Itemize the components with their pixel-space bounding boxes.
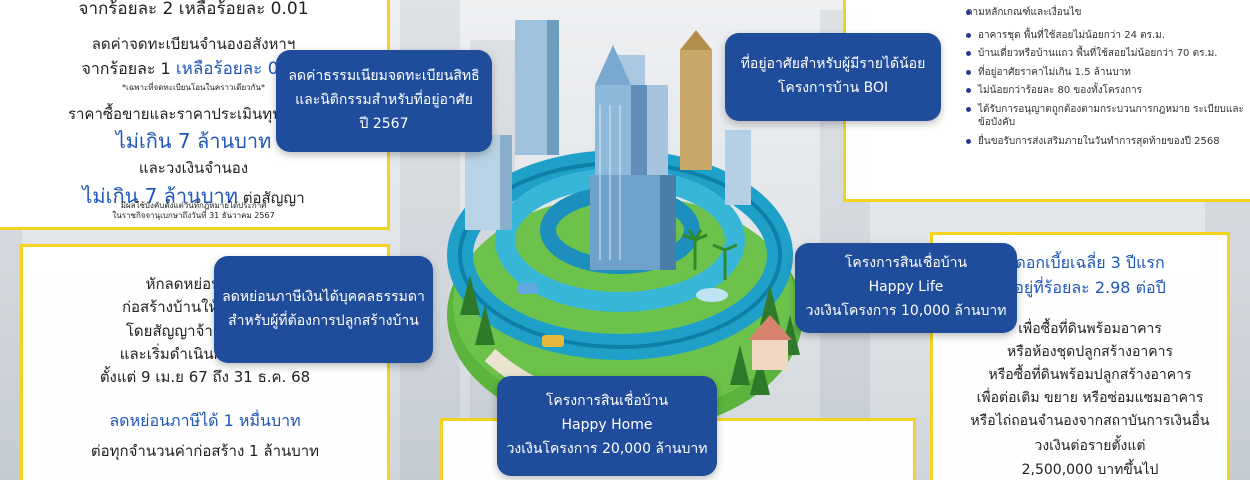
boi-box: ที่อยู่อาศัยสำหรับผู้มีรายได้น้อย โครงกา… [725, 33, 941, 121]
left-top-panel: จากร้อยละ 2 เหลือร้อยละ 0.01 ลดค่าจดทะเบ… [0, 0, 390, 230]
deduction-line-6: ต่อทุกจำนวนค่าก่อสร้าง 1 ล้านบาท [90, 441, 320, 460]
mortgage-note: *เฉพาะที่จดทะเบียนโอนในคราวเดียวกัน* [122, 82, 265, 92]
registration-fee-cut-line: จากร้อยละ 2 เหลือร้อยละ 0.01 [78, 0, 309, 19]
purpose-line-1: เพื่อซื้อที่ดินพร้อมอาคาร [1018, 321, 1162, 337]
purpose-line-5: หรือไถ่ถอนจำนองจากสถาบันการเงินอื่น [970, 413, 1210, 430]
rate-line-2: อยู่ที่ร้อยละ 2.98 ต่อปี [1014, 277, 1166, 297]
tax-deduction-box: ลดหย่อนภาษีเงินได้บุคคลธรรมดา สำหรับผู้ท… [214, 256, 433, 363]
criteria-bullet: บ้านเดี่ยวหรือบ้านแถว พื้นที่ใช้สอยไม่น้… [966, 47, 1246, 61]
city-illustration-icon [447, 20, 803, 433]
fee-reduction-box: ลดค่าธรรมเนียมจดทะเบียนสิทธิ และนิติกรรม… [276, 50, 492, 152]
criteria-bullet: ที่อยู่อาศัยราคาไม่เกิน 1.5 ล้านบาท [966, 66, 1246, 80]
purpose-line-4: เพื่อต่อเติม ขยาย หรือซ่อมแซมอาคาร [976, 390, 1204, 407]
criteria-bullet: ได้รับการอนุญาตถูกต้องตามกระบวนการกฎหมาย… [966, 103, 1246, 130]
criteria-bullet: ยื่นขอรับการส่งเสริมภายในวันทำการสุดท้าย… [966, 135, 1246, 149]
happy-life-box: โครงการสินเชื่อบ้าน Happy Life วงเงินโคร… [795, 243, 1017, 333]
rate-line-1: ดอกเบี้ยเฉลี่ย 3 ปีแรก [1015, 253, 1165, 272]
criteria-bullet: อาคารชุด พื้นที่ใช้สอยไม่น้อยกว่า 24 ตร.… [966, 29, 1246, 43]
background-building [0, 230, 22, 480]
mortgage-rate-line: จากร้อยละ 1 เหลือร้อยละ 0.01 [81, 59, 306, 80]
purpose-line-2: หรือห้องชุดปลูกสร้างอาคาร [1007, 344, 1173, 361]
deduction-highlight: ลดหย่อนภาษีได้ 1 หมื่นบาท [109, 411, 301, 430]
criteria-bullet: ไม่น้อยกว่าร้อยละ 80 ของทั้งโครงการ [966, 84, 1246, 98]
loan-line: และวงเงินจำนอง [138, 159, 249, 178]
limit-line-1: วงเงินต่อรายตั้งแต่ [1034, 438, 1146, 454]
limit-line-2: 2,500,000 บาทขึ้นไป [1021, 461, 1159, 478]
effective-note-2: ในราชกิจจานุเบกษาถึงวันที่ 31 ธันวาคม 25… [112, 211, 275, 221]
loan-limit-line: ไม่เกิน 7 ล้านบาท ต่อสัญญา [82, 183, 305, 208]
price-line: ราคาซื้อขายและราคาประเมินทุนทรัพย์ [67, 105, 320, 123]
price-highlight: ไม่เกิน 7 ล้านบาท [115, 129, 272, 154]
mortgage-fee-line: ลดค่าจดทะเบียนจำนองอสังหาฯ [91, 35, 296, 53]
happy-home-box: โครงการสินเชื่อบ้าน Happy Home วงเงินโคร… [497, 376, 717, 476]
criteria-heading: ตามหลักเกณฑ์และเงื่อนไข [966, 6, 1246, 20]
deduction-line-5: ตั้งแต่ 9 เม.ย 67 ถึง 31 ธ.ค. 68 [99, 368, 311, 386]
effective-note-1: มีผลใช้บังคับตั้งแต่วันที่กฎหมายได้ประกา… [120, 201, 267, 210]
purpose-line-3: หรือซื้อที่ดินพร้อมปลูกสร้างอาคาร [988, 367, 1192, 384]
